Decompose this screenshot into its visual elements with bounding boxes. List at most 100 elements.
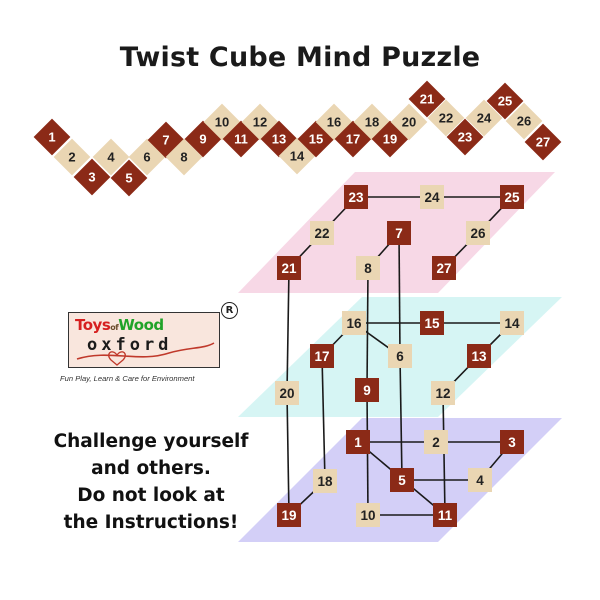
strip-tile-number: 24 — [477, 111, 492, 126]
cube-node-square — [275, 381, 299, 405]
cube-node: 3 — [500, 430, 524, 454]
path-link — [286, 267, 290, 394]
cube-node-square — [466, 221, 490, 245]
strip-tile-number: 18 — [365, 115, 379, 130]
strip-tile-diamond — [53, 138, 91, 176]
cube-node-number: 26 — [470, 226, 486, 241]
strip-tile-number: 22 — [439, 111, 453, 126]
cube-node-square — [356, 503, 380, 527]
strip-tile-number: 27 — [536, 135, 550, 150]
cube-node: 9 — [355, 378, 379, 402]
cube-node: 17 — [310, 344, 334, 368]
strip-tile-number: 5 — [125, 171, 132, 186]
strip-tile: 1 — [33, 118, 71, 156]
cube-node-number: 23 — [348, 190, 364, 205]
cube-node-number: 7 — [395, 226, 403, 241]
logo-city-name: oxford — [87, 335, 173, 355]
registered-trademark-icon: R — [221, 302, 238, 319]
strip-tile-number: 16 — [327, 115, 341, 130]
cube-node-square — [310, 221, 334, 245]
cube-node-square — [467, 344, 491, 368]
cube-node-square — [356, 256, 380, 280]
strip-tile-number: 19 — [383, 132, 397, 147]
strip-tile: 3 — [73, 158, 111, 196]
cube-node-square — [387, 221, 411, 245]
cube-node-number: 9 — [363, 383, 371, 398]
strip-tile-diamond — [524, 123, 562, 161]
strip-tile: 8 — [165, 138, 203, 176]
strip-tile-number: 14 — [290, 149, 305, 164]
cube-node-number: 1 — [354, 435, 362, 450]
strip-tile-number: 4 — [107, 150, 115, 165]
strip-tile: 5 — [110, 159, 148, 197]
strip-tile-number: 6 — [143, 150, 150, 165]
cube-node: 22 — [310, 221, 334, 245]
strip-tile-diamond — [465, 99, 503, 137]
path-links — [286, 196, 513, 516]
cube-node-number: 2 — [432, 435, 440, 450]
strip-tile-number: 3 — [88, 170, 95, 185]
strip-tile-number: 15 — [309, 132, 323, 147]
cube-node: 20 — [275, 381, 299, 405]
strip-tile: 22 — [427, 99, 465, 137]
logo-word-toys: Toys — [75, 316, 111, 334]
cube-node: 15 — [420, 311, 444, 335]
path-link — [366, 267, 369, 391]
strip-tile-diamond — [427, 99, 465, 137]
cube-node: 11 — [433, 503, 457, 527]
brand-logo: ToysofWood oxford — [68, 312, 220, 368]
cube-node-number: 27 — [436, 261, 451, 276]
strip-tile: 26 — [505, 102, 543, 140]
cube-node-square — [313, 469, 337, 493]
path-link — [286, 392, 290, 516]
strip-tile: 21 — [408, 80, 446, 118]
cube-node-square — [390, 468, 414, 492]
strip-tile-diamond — [73, 158, 111, 196]
page-title: Twist Cube Mind Puzzle — [119, 42, 481, 73]
cube-node-number: 17 — [314, 349, 329, 364]
cube-node-square — [420, 311, 444, 335]
strip-tile-number: 9 — [199, 132, 206, 147]
cube-node-square — [277, 256, 301, 280]
cube-node-number: 19 — [281, 508, 296, 523]
cube-node: 24 — [420, 185, 444, 209]
cube-node: 12 — [431, 381, 455, 405]
cube-node: 18 — [313, 469, 337, 493]
strip-tile-number: 10 — [215, 115, 229, 130]
cube-node-number: 25 — [504, 190, 520, 205]
strip-tile-number: 25 — [498, 94, 512, 109]
challenge-text: Challenge yourself and others. Do not lo… — [40, 428, 262, 536]
cube-node: 5 — [390, 468, 414, 492]
cube-node-number: 15 — [424, 316, 440, 331]
strip-tile-number: 21 — [420, 92, 434, 107]
cube-node-number: 12 — [435, 386, 450, 401]
cube-node-number: 3 — [508, 435, 516, 450]
strip-tile: 24 — [465, 99, 503, 137]
strip-tile: 23 — [446, 118, 484, 156]
cube-node-square — [420, 185, 444, 209]
cube-node-number: 21 — [281, 261, 297, 276]
strip-tile-number: 7 — [162, 133, 169, 148]
strip-tile-number: 2 — [68, 150, 75, 165]
cube-node-number: 13 — [471, 349, 487, 364]
strip-tile: 2 — [53, 138, 91, 176]
strip-tile-diamond — [390, 103, 428, 141]
cube-node-number: 22 — [314, 226, 329, 241]
cube-node: 10 — [356, 503, 380, 527]
cube-node: 8 — [356, 256, 380, 280]
strip-tile: 25 — [486, 82, 524, 120]
strip-tile-number: 11 — [234, 132, 248, 147]
cube-node-number: 14 — [504, 316, 520, 331]
cube-node: 14 — [500, 311, 524, 335]
cube-node-square — [433, 503, 457, 527]
cube-node: 4 — [468, 468, 492, 492]
cube-node-number: 10 — [360, 508, 375, 523]
strip-tile-number: 20 — [402, 115, 416, 130]
path-link — [321, 355, 326, 482]
cube-node-square — [468, 468, 492, 492]
cube-node-square — [500, 185, 524, 209]
challenge-line: and others. — [91, 458, 211, 479]
logo-tagline: Fun Play, Learn & Care for Environment — [60, 374, 195, 383]
